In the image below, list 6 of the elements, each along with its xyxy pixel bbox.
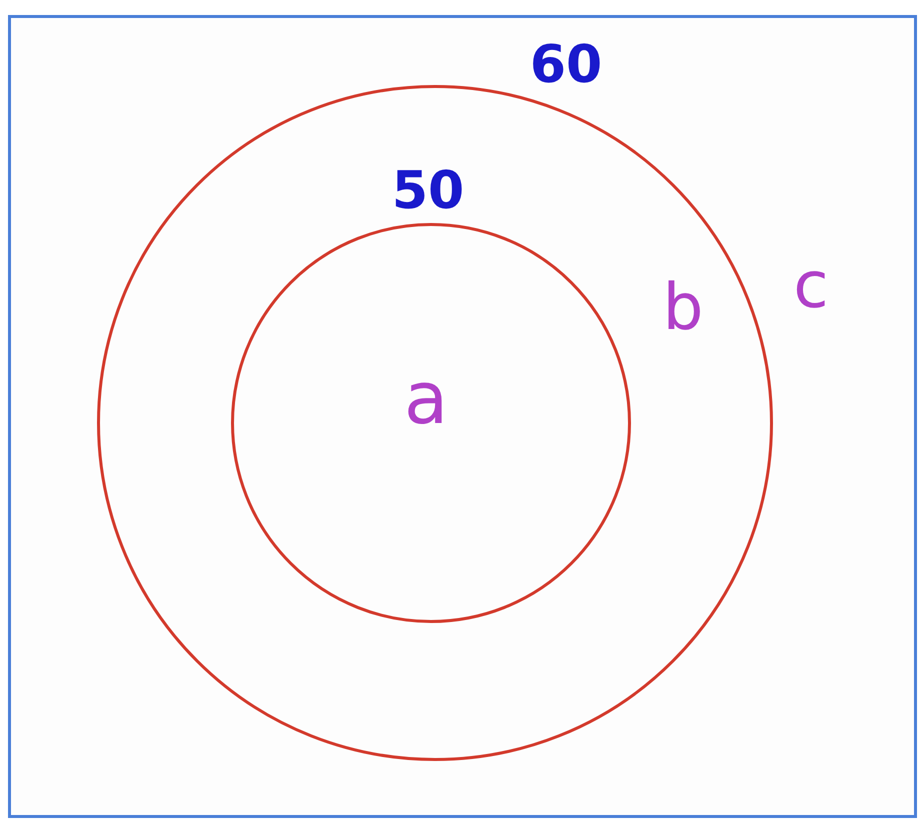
region-label: b	[662, 276, 704, 340]
radius-label: 60	[530, 39, 602, 91]
frame-box	[8, 15, 917, 818]
region-label: a	[404, 362, 448, 434]
radius-label: 50	[392, 165, 464, 217]
region-label: c	[793, 254, 829, 318]
